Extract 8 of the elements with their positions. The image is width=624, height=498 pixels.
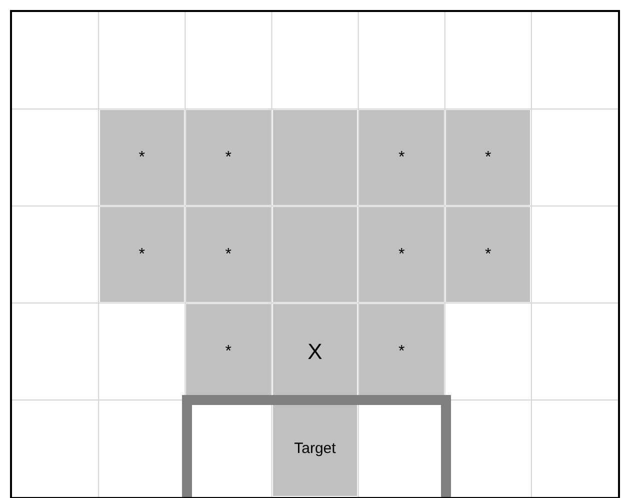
grid-cell: *	[100, 110, 184, 205]
grid-cell: *	[446, 207, 530, 302]
grid-cell: *	[186, 110, 271, 205]
grid-cell: *	[100, 207, 184, 302]
grid-cell: *	[446, 110, 530, 205]
grid-cell: *	[359, 207, 444, 302]
grid-cell: *	[359, 110, 444, 205]
grid-cell: *	[186, 207, 271, 302]
